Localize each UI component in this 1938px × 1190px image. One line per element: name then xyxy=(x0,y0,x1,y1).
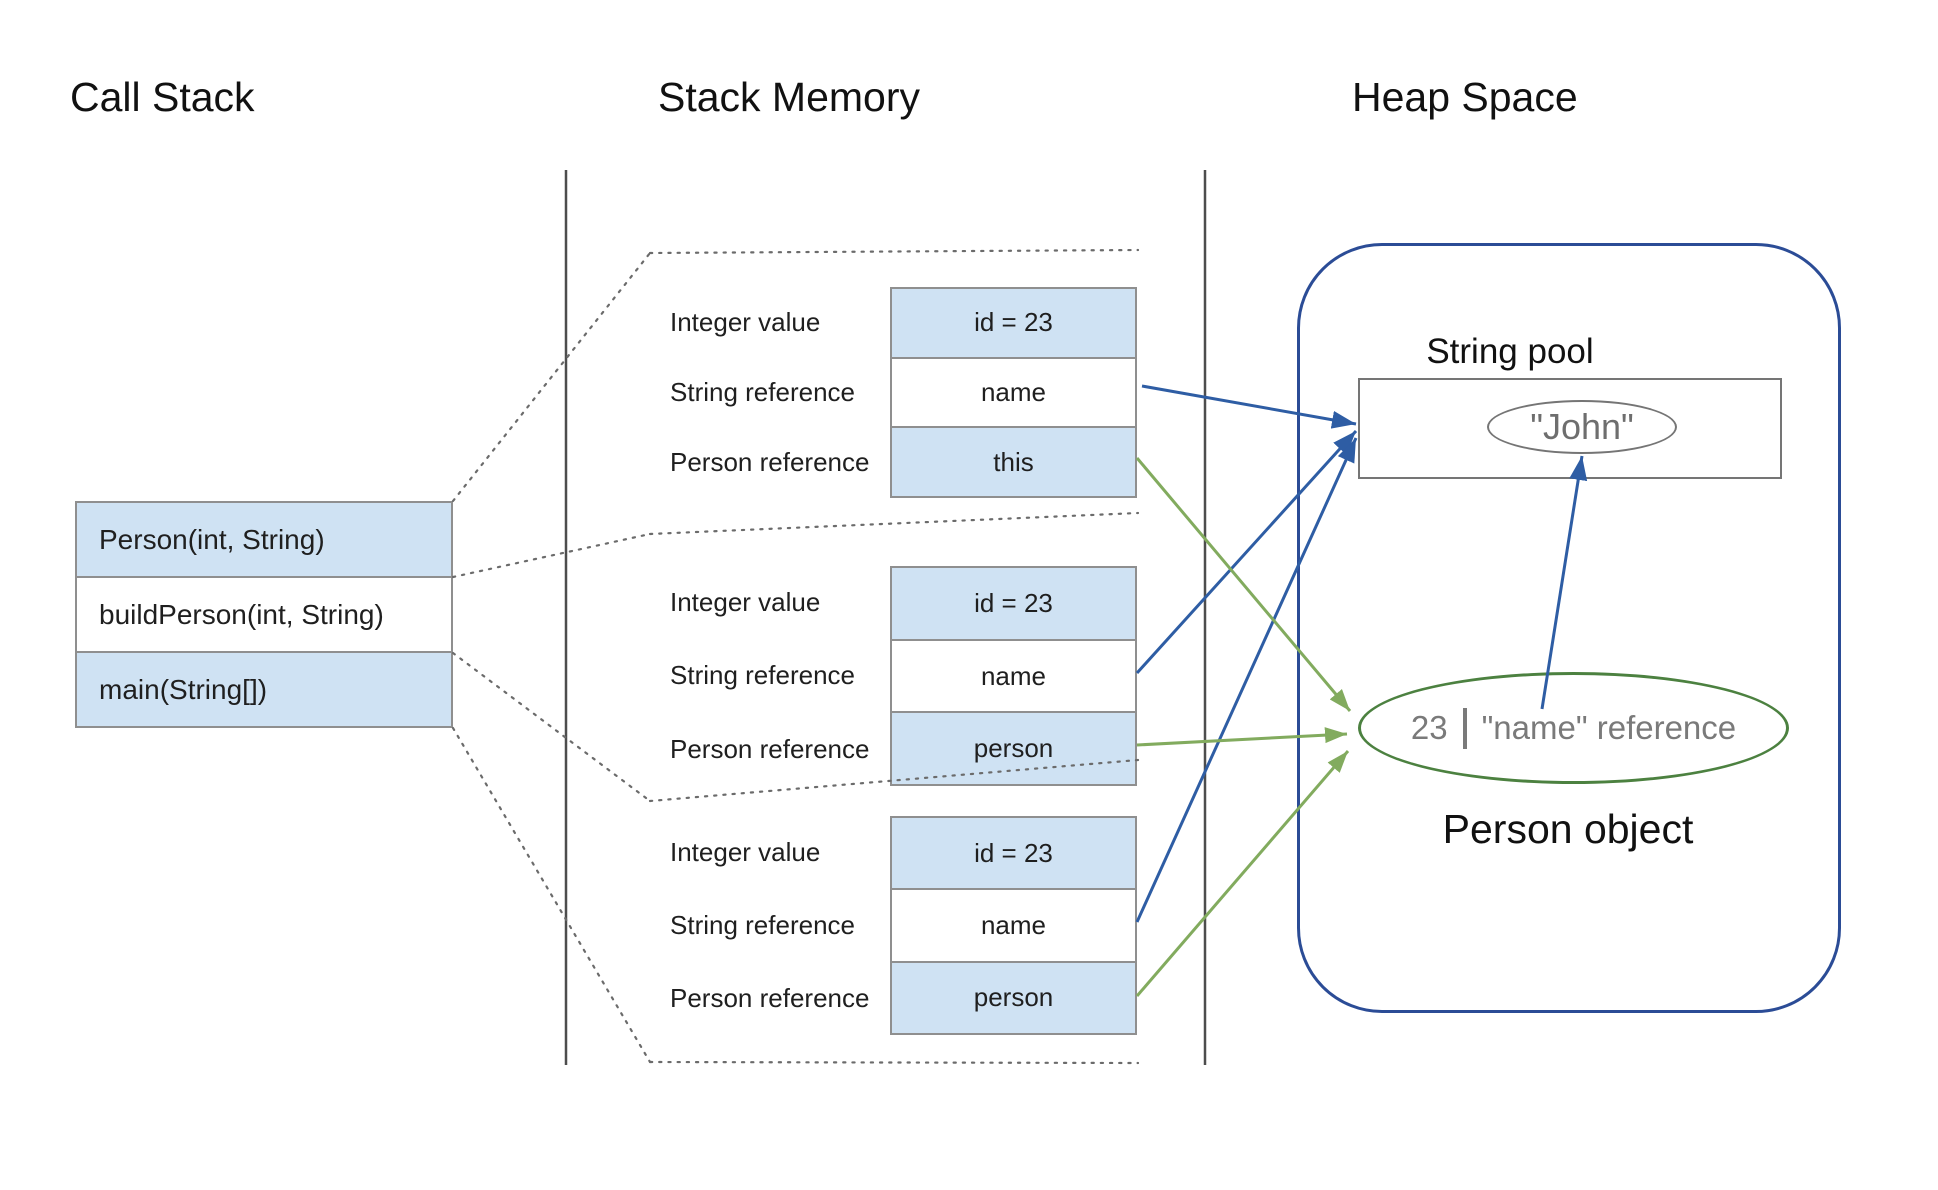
dotted-connector-frame3-bottom xyxy=(451,726,652,1064)
frame2-person-label: Person reference xyxy=(670,734,870,764)
frame1-id-cell: id = 23 xyxy=(892,289,1135,357)
stack-frame-3-table: id = 23 name person xyxy=(890,816,1137,1035)
dotted-boundary-frame3-bottom xyxy=(648,1060,1140,1065)
frame2-id-cell: id = 23 xyxy=(892,568,1135,639)
string-pool-label: String pool xyxy=(1426,332,1594,371)
call-stack-table: Person(int, String) buildPerson(int, Str… xyxy=(75,501,453,728)
stack-frame-1-table: id = 23 name this xyxy=(890,287,1137,498)
frame3-string-label: String reference xyxy=(670,910,855,940)
frame3-person-label: Person reference xyxy=(670,983,870,1013)
call-stack-header: Call Stack xyxy=(70,74,255,120)
frame3-integer-label: Integer value xyxy=(670,837,821,867)
dotted-boundary-frame2-top xyxy=(648,511,1140,536)
dotted-boundary-frame1-top xyxy=(648,248,1140,255)
heap-space-header: Heap Space xyxy=(1352,74,1578,120)
stack-frame-2-table: id = 23 name person xyxy=(890,566,1137,786)
frame1-string-label: String reference xyxy=(670,377,855,407)
john-string-text: "John" xyxy=(1530,406,1634,447)
person-field-separator xyxy=(1462,707,1467,749)
person-object-label: Person object xyxy=(1442,806,1694,852)
frame3-person-cell: person xyxy=(892,962,1135,1033)
frame2-string-label: String reference xyxy=(670,660,855,690)
frame2-name-cell: name xyxy=(892,638,1135,714)
frame2-integer-label: Integer value xyxy=(670,587,821,617)
person-name-reference-text: "name" reference xyxy=(1481,709,1737,746)
person-id-value: 23 xyxy=(1410,709,1448,746)
call-stack-frame-buildperson: buildPerson(int, String) xyxy=(77,576,451,653)
call-stack-frame-person-constructor: Person(int, String) xyxy=(77,503,451,576)
dotted-connector-frame2-top xyxy=(451,532,652,579)
frame2-person-cell: person xyxy=(892,713,1135,785)
frame1-name-cell: name xyxy=(892,356,1135,429)
person-object-ellipse: 23 "name" reference xyxy=(1358,672,1789,784)
frame1-integer-label: Integer value xyxy=(670,307,821,337)
frame3-id-cell: id = 23 xyxy=(892,818,1135,889)
john-string-ellipse: "John" xyxy=(1487,400,1677,454)
stack-memory-header: Stack Memory xyxy=(658,74,920,120)
call-stack-frame-main: main(String[]) xyxy=(77,653,451,726)
frame1-this-cell: this xyxy=(892,428,1135,497)
dotted-connector-frame1-top xyxy=(451,251,652,503)
frame1-person-label: Person reference xyxy=(670,447,870,477)
dotted-connector-frame3-top xyxy=(451,651,652,803)
frame3-name-cell: name xyxy=(892,888,1135,963)
